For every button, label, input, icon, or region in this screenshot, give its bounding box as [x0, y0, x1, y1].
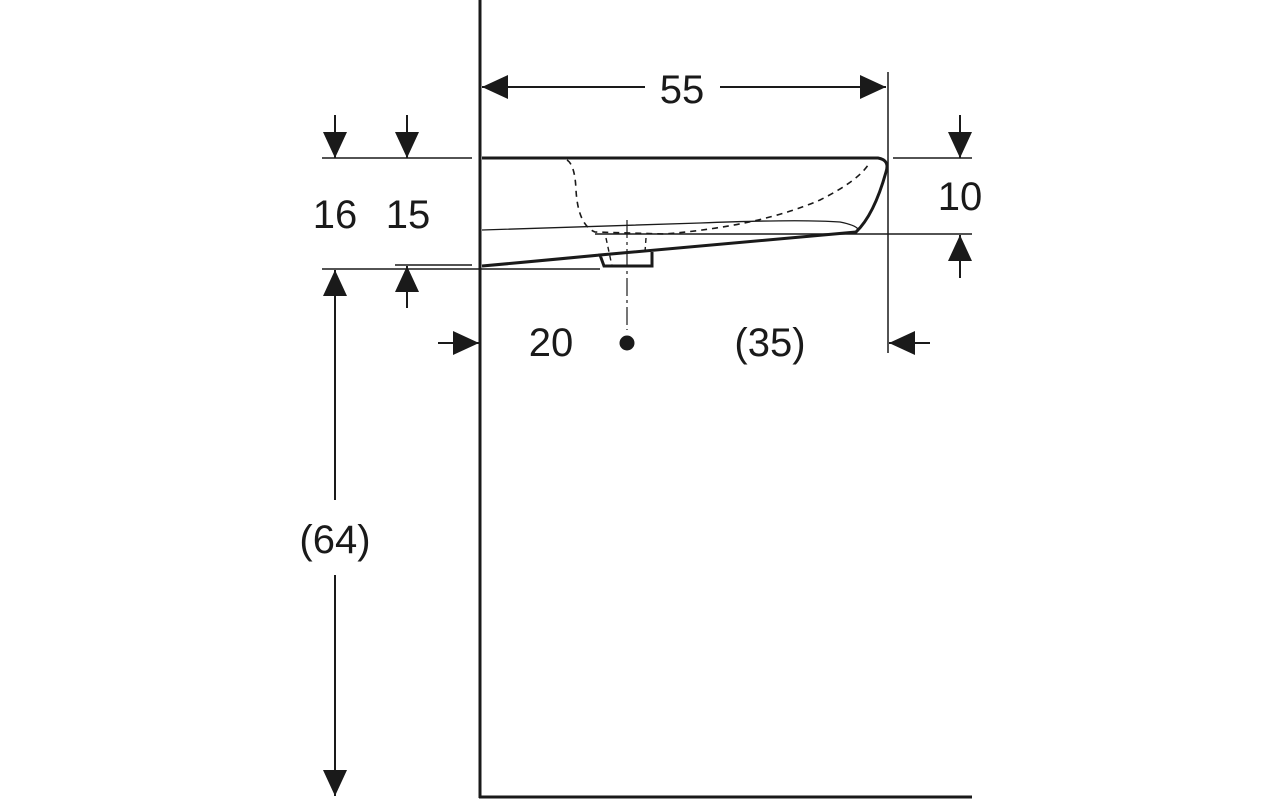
dim-front-offset-label: (35): [734, 321, 805, 365]
drain-center-dot: [619, 335, 635, 351]
dim-height-total-label: 16: [313, 193, 358, 237]
drain-dashed: [605, 237, 647, 267]
dim-drain-offset-label: 20: [529, 321, 574, 365]
dim-rim-depth-label: 10: [938, 175, 983, 219]
dim-width-label: 55: [660, 68, 705, 112]
dim-height-body-label: 15: [386, 193, 431, 237]
basin-outline: [481, 156, 889, 268]
dim-mount-height-label: (64): [299, 518, 370, 562]
basin-overflow-line: [481, 220, 859, 231]
basin-inner-dashed: [566, 159, 871, 235]
